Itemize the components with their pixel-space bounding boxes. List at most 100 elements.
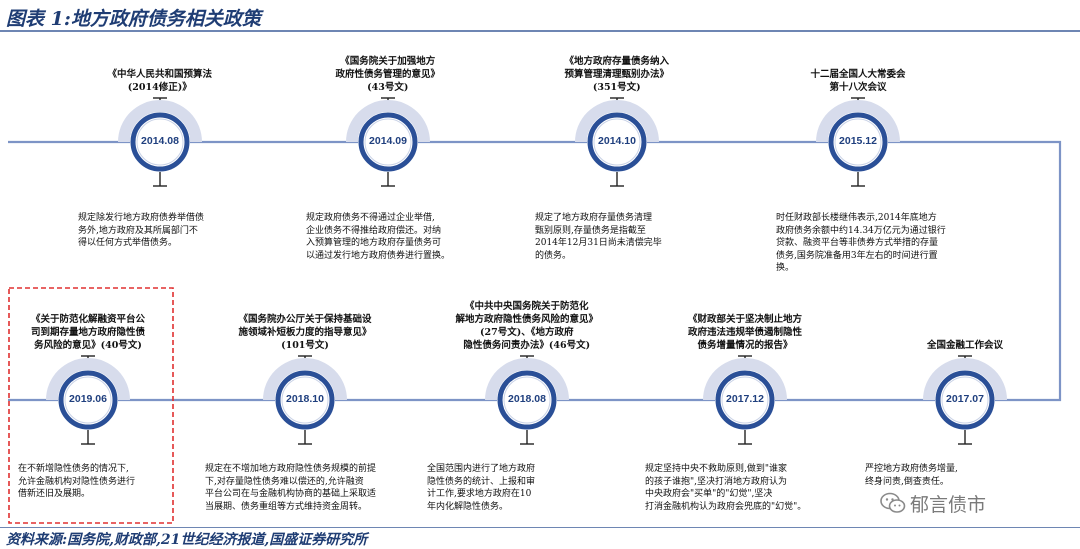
bottom-note-3: 规定坚持中央不救助原则,做到"谁家的孩子谁抱",坚决打消地方政府认为中央政府会"… bbox=[645, 463, 806, 513]
bottom-policy-2-line: 隐性债务问责办法》(46号文) bbox=[463, 340, 591, 351]
bottom-policy-0-line: 司到期存量地方政府隐性债 bbox=[31, 327, 146, 338]
title-rule bbox=[0, 30, 1080, 32]
bottom-node-4-core bbox=[941, 376, 989, 424]
bottom-node-2-ring bbox=[497, 370, 557, 430]
bottom-policy-2-line: (27号文)、《地方政府 bbox=[480, 327, 574, 338]
top-note-3-line: 债务,国务院准备用3年左右的时间进行置 bbox=[776, 250, 938, 261]
bottom-note-1-line: 当展期、债务重组等方式维持资金周转。 bbox=[205, 501, 368, 512]
top-policy-1-line: (43号文) bbox=[367, 82, 409, 93]
top-note-3: 时任财政部长楼继伟表示,2014年底地方政府债务余额中约14.34万亿元为通过银… bbox=[776, 212, 946, 275]
top-node-2-ring bbox=[587, 112, 647, 172]
bottom-node-2-core bbox=[503, 376, 551, 424]
top-note-2: 规定了地方政府存量债务清理甄别原则,存量债务是指截至 2014年12月31日尚未清… bbox=[535, 212, 662, 262]
bottom-note-4: 严控地方政府债务增量, 终身问责,倒查责任。 bbox=[865, 463, 958, 488]
bottom-note-1: 规定在不增加地方政府隐性债务规模的前提下,对存量隐性债务难以偿还的,允许融资平台… bbox=[205, 463, 376, 513]
bottom-note-1-line: 平台公司在与金融机构协商的基础上采取适 bbox=[205, 489, 377, 499]
bottom-note-2-line: 隐性债务的统计、上报和审 bbox=[427, 476, 536, 487]
top-node-3-date: 2015.12 bbox=[839, 135, 877, 147]
wechat-icon bbox=[880, 492, 906, 513]
top-node-2-date: 2014.10 bbox=[598, 135, 636, 147]
top-policy-3: 十二届全国人大常委会第十八次会议 bbox=[811, 68, 906, 94]
bottom-policy-3: 《财政部关于坚决制止地方政府违法违规举债遏制隐性债务增量情况的报告》 bbox=[688, 313, 802, 352]
bottom-policy-3-line: 债务增量情况的报告》 bbox=[697, 340, 793, 351]
top-node-3-halo bbox=[816, 100, 900, 142]
bottom-note-4-line: 严控地方政府债务增量, bbox=[865, 464, 958, 474]
top-node-2-core bbox=[593, 118, 641, 166]
bottom-note-0: 在不新增隐性债务的情况下,允许金融机构对隐性债务进行借新还旧及展期。 bbox=[18, 463, 135, 501]
bottom-policy-3-line: 政府违法违规举债遏制隐性 bbox=[688, 327, 803, 338]
bottom-policy-1-line: (101号文) bbox=[281, 340, 329, 351]
watermark: 郁言债市 bbox=[880, 488, 1055, 520]
top-policy-0-line: (2014修正)》 bbox=[127, 82, 192, 93]
top-node-1-core bbox=[364, 118, 412, 166]
bottom-policy-1: 《国务院办公厅关于保持基础设施领域补短板力度的指导意见》(101号文) bbox=[239, 313, 372, 352]
bottom-node-4-ring bbox=[935, 370, 995, 430]
bottom-note-3-line: 的孩子谁抱",坚决打消地方政府认为 bbox=[645, 476, 788, 487]
top-note-1-line: 以通过发行地方政府债券进行置换。 bbox=[306, 250, 451, 261]
top-note-0-line: 务外,地方政府及其所属部门不 bbox=[78, 225, 198, 236]
top-policy-1-line: 政府性债务管理的意见》 bbox=[335, 69, 441, 80]
bottom-note-3-line: 规定坚持中央不救助原则,做到"谁家 bbox=[645, 464, 788, 474]
top-policy-1-line: 《国务院关于加强地方 bbox=[340, 56, 436, 67]
bottom-node-3-core bbox=[721, 376, 769, 424]
bottom-node-2-halo bbox=[485, 358, 569, 400]
bottom-policy-4-line: 全国金融工作会议 bbox=[927, 340, 1004, 351]
bottom-note-0-line: 允许金融机构对隐性债务进行 bbox=[18, 476, 136, 487]
top-node-1-halo bbox=[346, 100, 430, 142]
top-note-1-line: 企业债务不得推给政府偿还。对纳 bbox=[306, 225, 442, 236]
top-node-2-halo bbox=[575, 100, 659, 142]
bottom-policy-2-line: 解地方政府隐性债务风险的意见》 bbox=[455, 314, 599, 325]
bottom-policy-2: 《中共中央国务院关于防范化解地方政府隐性债务风险的意见》 (27号文)、《地方政府… bbox=[456, 300, 599, 352]
top-node-3-ring bbox=[828, 112, 888, 172]
figure-title: 图表 1:地方政府债务相关政策 bbox=[6, 8, 261, 30]
top-node-0-ring bbox=[130, 112, 190, 172]
bottom-policy-0-line: 《关于防范化解融资平台公 bbox=[31, 314, 146, 325]
top-policy-2-line: 预算管理清理甄别办法》 bbox=[564, 69, 670, 80]
top-node-3-core bbox=[834, 118, 882, 166]
bottom-policy-0: 《关于防范化解融资平台公司到期存量地方政府隐性债务风险的意见》(40号文) bbox=[31, 313, 145, 352]
bottom-policy-1-line: 《国务院办公厅关于保持基础设 bbox=[238, 314, 372, 325]
top-node-1-date: 2014.09 bbox=[369, 135, 407, 147]
top-note-0-line: 得以任何方式举借债务。 bbox=[78, 238, 178, 248]
bottom-node-2-date: 2018.08 bbox=[508, 393, 546, 405]
top-note-3-line: 时任财政部长楼继伟表示,2014年底地方 bbox=[776, 213, 937, 223]
bottom-node-3-ring bbox=[715, 370, 775, 430]
top-node-0-halo bbox=[118, 100, 202, 142]
bottom-note-3-line: 打消金融机构认为政府会兜底的"幻觉"。 bbox=[645, 501, 807, 512]
top-note-1-line: 规定政府债务不得通过企业举借, bbox=[306, 213, 435, 223]
top-node-0-date: 2014.08 bbox=[141, 135, 179, 147]
footer-rule bbox=[0, 527, 1080, 528]
top-note-3-line: 换。 bbox=[776, 263, 795, 273]
top-note-2-line: 2014年12月31日尚未清偿完毕 bbox=[535, 238, 662, 248]
top-note-2-line: 甄别原则,存量债务是指截至 bbox=[535, 225, 646, 236]
bottom-node-0-core bbox=[64, 376, 112, 424]
top-note-3-line: 政府债务余额中约14.34万亿元为通过银行 bbox=[776, 225, 946, 236]
bottom-node-1-core bbox=[281, 376, 329, 424]
top-note-3-line: 贷款、融资平台等非债券方式举措的存量 bbox=[776, 238, 939, 248]
top-policy-2: 《地方政府存量债务纳入预算管理清理甄别办法》(351号文) bbox=[565, 55, 670, 94]
top-policy-3-line: 第十八次会议 bbox=[829, 82, 887, 93]
top-note-2-line: 规定了地方政府存量债务清理 bbox=[535, 213, 653, 223]
top-policy-0-line: 《中华人民共和国预算法 bbox=[107, 69, 213, 80]
bottom-policy-3-line: 《财政部关于坚决制止地方 bbox=[688, 314, 803, 325]
bottom-note-2-line: 年内化解隐性债务。 bbox=[427, 501, 509, 512]
bottom-note-1-line: 规定在不增加地方政府隐性债务规模的前提 bbox=[205, 464, 377, 474]
top-policy-2-line: (351号文) bbox=[592, 82, 641, 93]
top-policy-0: 《中华人民共和国预算法 (2014修正)》 bbox=[108, 68, 213, 94]
bottom-node-1-date: 2018.10 bbox=[286, 393, 324, 405]
bottom-node-4-halo bbox=[923, 358, 1007, 400]
bottom-policy-4: 全国金融工作会议 bbox=[927, 339, 1003, 352]
highlight-box bbox=[8, 287, 174, 524]
bottom-policy-2-line: 《中共中央国务院关于防范化 bbox=[465, 301, 589, 312]
top-policy-3-line: 十二届全国人大常委会 bbox=[810, 69, 906, 80]
top-note-0: 规定除发行地方政府债券举借债务外,地方政府及其所属部门不得以任何方式举借债务。 bbox=[78, 212, 204, 250]
top-node-1-ring bbox=[358, 112, 418, 172]
bottom-node-0-halo bbox=[46, 358, 130, 400]
bottom-note-0-line: 在不新增隐性债务的情况下, bbox=[18, 464, 129, 474]
bottom-note-4-line: 终身问责,倒查责任。 bbox=[865, 476, 949, 487]
top-note-0-line: 规定除发行地方政府债券举借债 bbox=[78, 213, 205, 223]
bottom-node-1-halo bbox=[263, 358, 347, 400]
top-note-1: 规定政府债务不得通过企业举借,企业债务不得推给政府偿还。对纳入预算管理的地方政府… bbox=[306, 212, 450, 262]
